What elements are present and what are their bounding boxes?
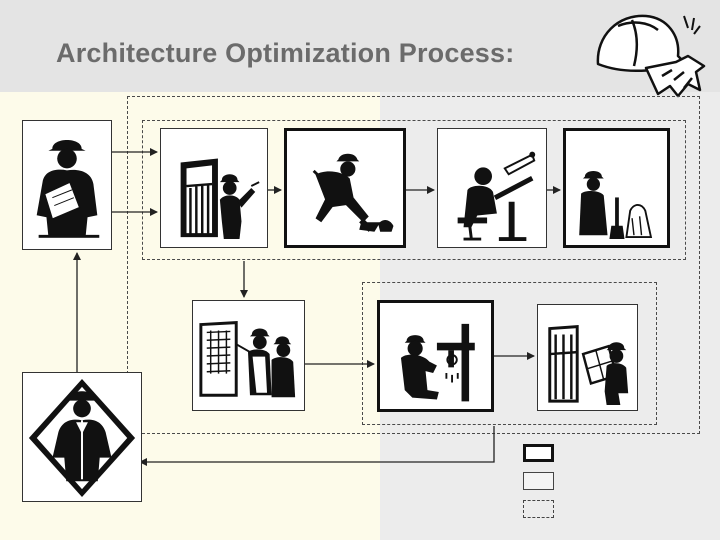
worker-measuring-wall-icon [161, 129, 267, 247]
worker-shoveling-icon [287, 131, 403, 245]
workers-consulting-at-window-frame-icon [193, 301, 304, 410]
draft-card [437, 128, 547, 248]
legend-dashed-frame-swatch [523, 500, 554, 518]
consult-card [192, 300, 305, 411]
architect-with-blueprints-icon [23, 121, 111, 249]
legend-bold-frame-swatch [523, 444, 554, 462]
inspect-card [563, 128, 670, 248]
manager-card [22, 372, 142, 502]
manager-in-diamond-sign-icon [23, 373, 141, 501]
worker-fixing-pipes-icon [380, 303, 491, 409]
plumb-card [377, 300, 494, 412]
dig-card [284, 128, 406, 248]
architect-card [22, 120, 112, 250]
legend-solid-frame-swatch [523, 472, 554, 490]
worker-inspecting-icon [566, 131, 667, 245]
measure-card [160, 128, 268, 248]
window-card [537, 304, 638, 411]
worker-at-drafting-table-icon [438, 129, 546, 247]
worker-installing-window-icon [538, 305, 637, 410]
